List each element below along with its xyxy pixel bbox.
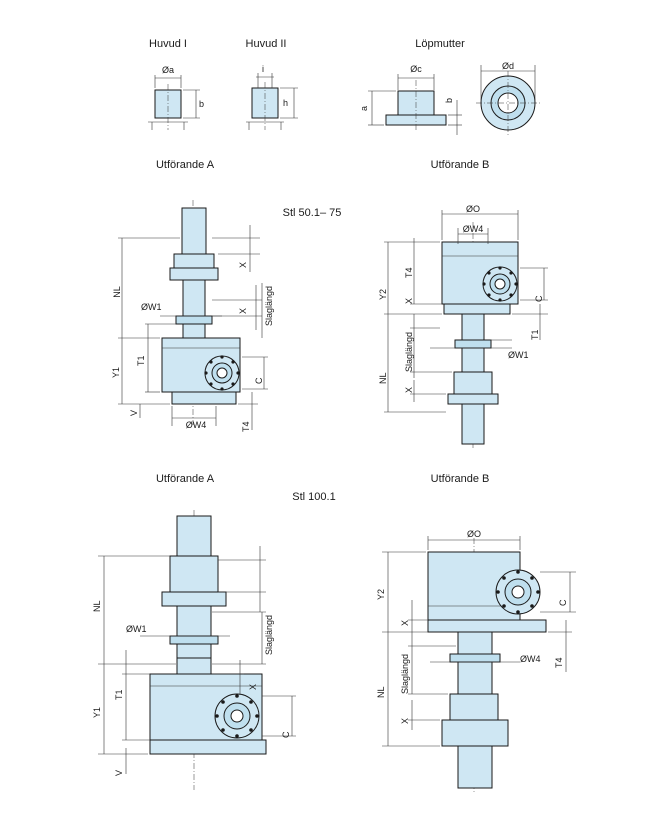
s2a-dim-nl: NL	[92, 600, 102, 612]
s1b-dim-t1: T1	[530, 329, 540, 340]
s1a-dim-t1: T1	[136, 355, 146, 366]
s2b-dim-c: C	[558, 599, 568, 606]
s2-utforande-b-drawing	[382, 536, 576, 792]
s1-utforande-b-drawing	[384, 210, 548, 448]
s2a-dim-v: V	[114, 770, 124, 776]
dim-i: i	[262, 64, 264, 74]
s2a-dim-t1: T1	[114, 689, 124, 700]
section2-title-b: Utförande B	[431, 473, 490, 485]
s1a-dim-t4: T4	[241, 421, 251, 432]
s1a-dim-y1: Y1	[111, 367, 121, 378]
section2-title-a: Utförande A	[156, 473, 215, 485]
title-huvud-2: Huvud II	[246, 38, 287, 50]
dim-b-huvud1: b	[199, 99, 204, 109]
dim-b-mutter: b	[444, 98, 454, 103]
s1b-dim-slaglangd: Slaglängd	[404, 332, 414, 372]
s1b-dim-t4: T4	[404, 267, 414, 278]
section1-title-a: Utförande A	[156, 159, 215, 171]
s2b-dim-ow4: ØW4	[520, 654, 541, 664]
s2a-dim-c: C	[281, 731, 291, 738]
s1b-dim-x2: X	[404, 387, 414, 393]
s1a-dim-nl: NL	[112, 286, 122, 298]
s1a-dim-v: V	[129, 410, 139, 416]
s2b-dim-y2: Y2	[376, 589, 386, 600]
s1b-dim-ow1: ØW1	[508, 350, 529, 360]
dim-oa: Øa	[162, 65, 174, 75]
s2b-dim-nl: NL	[376, 686, 386, 698]
s1a-dim-slaglangd: Slaglängd	[264, 286, 274, 326]
s2b-dim-x1: X	[400, 620, 410, 626]
s2-utforande-a-drawing	[98, 510, 296, 790]
s2b-dim-slaglangd: Slaglängd	[400, 654, 410, 694]
dim-oc: Øc	[410, 64, 422, 74]
huvud-1-drawing	[148, 75, 200, 130]
s2b-dim-x2: X	[400, 718, 410, 724]
title-huvud-1: Huvud I	[149, 38, 187, 50]
s1b-dim-x1: X	[404, 298, 414, 304]
s2a-dim-slaglangd: Slaglängd	[264, 615, 274, 655]
lopmutter-front-drawing	[476, 65, 540, 135]
s2b-dim-t4: T4	[554, 657, 564, 668]
section1-title-b: Utförande B	[431, 159, 490, 171]
s1a-dim-x2: X	[238, 308, 248, 314]
section2-model: Stl 100.1	[292, 491, 335, 503]
s1b-dim-ow4: ØW4	[463, 224, 484, 234]
lopmutter-side-drawing	[368, 74, 462, 135]
s1b-dim-y2: Y2	[378, 289, 388, 300]
dim-a: a	[359, 106, 369, 111]
dim-od: Ød	[502, 61, 514, 71]
s1b-dim-c: C	[534, 295, 544, 302]
s1b-dim-oo: ØO	[466, 204, 480, 214]
s2a-dim-x: X	[248, 684, 258, 690]
s1b-dim-nl: NL	[378, 372, 388, 384]
huvud-2-drawing	[246, 73, 298, 130]
s2a-dim-ow1: ØW1	[126, 624, 147, 634]
section1-model: Stl 50.1– 75	[283, 207, 342, 219]
s2b-dim-oo: ØO	[467, 529, 481, 539]
s2a-dim-y1: Y1	[92, 707, 102, 718]
title-lopmutter: Löpmutter	[415, 38, 465, 50]
dim-h: h	[283, 98, 288, 108]
s1-utforande-a-drawing	[118, 200, 268, 430]
s1a-dim-x1: X	[238, 262, 248, 268]
s1a-dim-c: C	[254, 377, 264, 384]
s1a-dim-ow4: ØW4	[186, 420, 207, 430]
s1a-dim-ow1: ØW1	[141, 302, 162, 312]
